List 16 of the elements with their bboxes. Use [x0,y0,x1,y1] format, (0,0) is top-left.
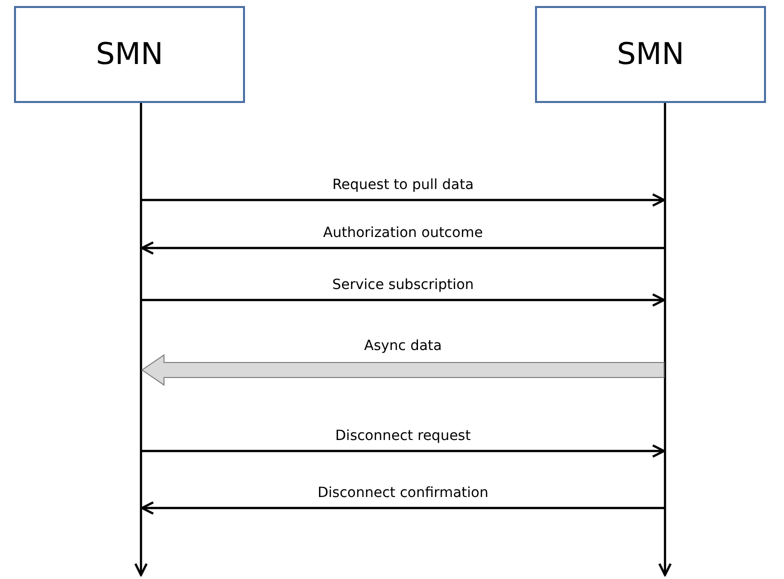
message-label: Async data [364,338,442,354]
message-arrow [140,501,664,515]
message-arrow [142,193,666,207]
message-arrow [140,241,664,255]
message-arrow [142,444,666,458]
message-label: Disconnect request [335,428,471,444]
message-label: Disconnect confirmation [318,485,488,501]
participant-box: SMN [535,6,766,103]
message-label: Authorization outcome [323,225,483,241]
lifeline-arrow [658,103,672,576]
message-label: Request to pull data [332,177,474,193]
participant-box: SMN [14,6,245,103]
message-arrow [142,293,666,307]
lifeline-arrow [134,103,148,576]
message-label: Service subscription [332,277,474,293]
block-arrow [141,354,664,386]
